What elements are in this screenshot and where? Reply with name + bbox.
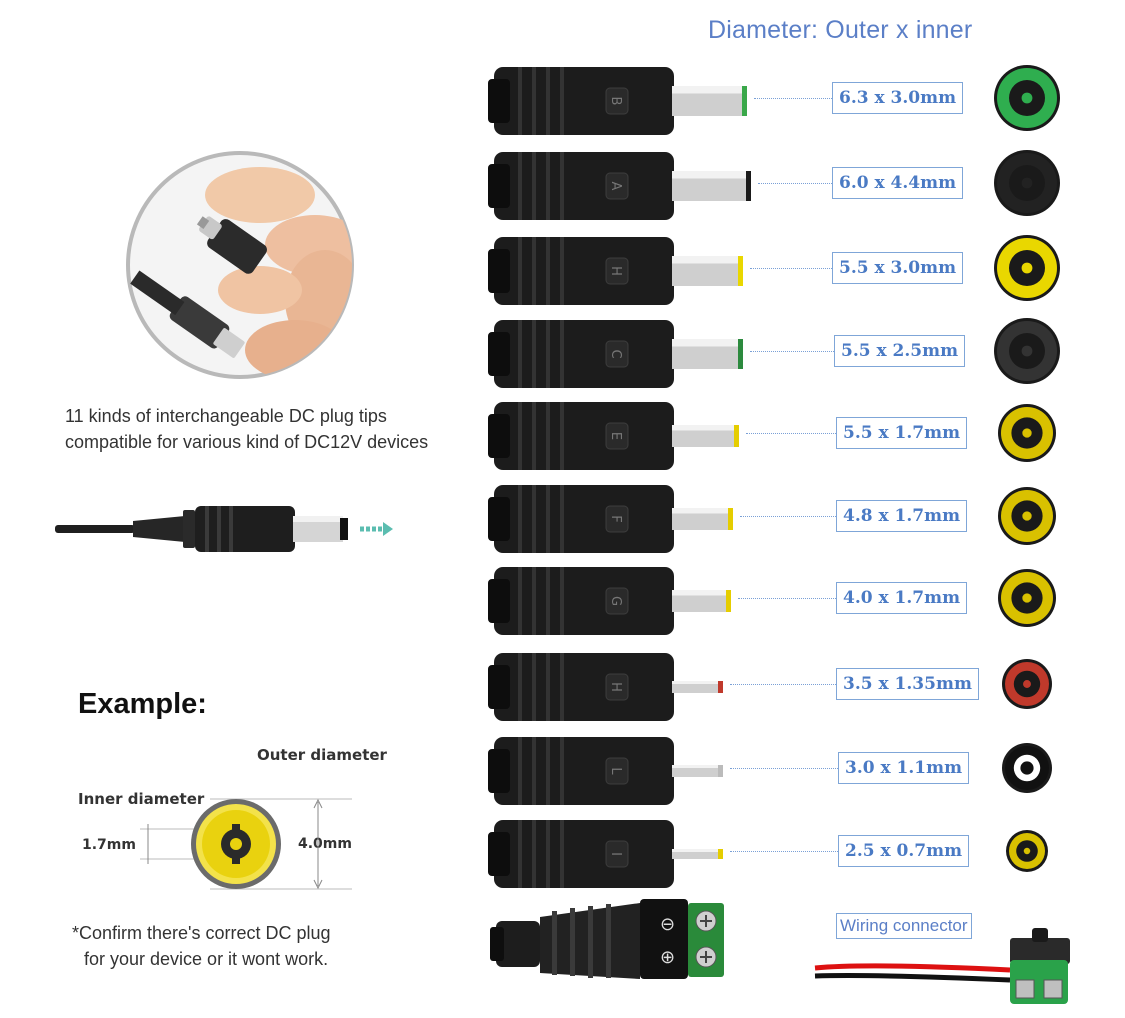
- plug-end-face: [994, 235, 1060, 301]
- size-label: 4.8 x 1.7mm: [836, 500, 968, 532]
- wiring-connector-label: Wiring connector: [836, 913, 972, 939]
- plug-tip-10: I: [488, 820, 723, 888]
- size-leader-line: [738, 598, 836, 599]
- note-line-2: for your device or it wont work.: [84, 949, 329, 969]
- inner-diameter-value: 1.7mm: [82, 837, 136, 853]
- tip-letter: H: [608, 682, 623, 692]
- size-leader-line: [754, 98, 832, 99]
- wiring-connector-wires: [814, 928, 1070, 1004]
- plug-end-face: [1006, 830, 1048, 872]
- plug-end-face: [994, 65, 1060, 131]
- tip-letter: A: [608, 182, 623, 191]
- plug-end-face: [1002, 743, 1052, 793]
- size-leader-line: [750, 268, 832, 269]
- size-label: 6.0 x 4.4mm: [832, 167, 964, 199]
- size-leader-line: [730, 684, 836, 685]
- size-label: 3.5 x 1.35mm: [836, 668, 979, 700]
- tip-letter: H: [608, 266, 623, 276]
- note-line-1: *Confirm there's correct DC plug: [72, 923, 331, 943]
- plug-end-face: [998, 404, 1056, 462]
- size-label: 6.3 x 3.0mm: [832, 82, 964, 114]
- plug-tip-2: A: [488, 152, 751, 220]
- plug-tip-9: L: [488, 737, 723, 805]
- size-label: 2.5 x 0.7mm: [838, 835, 970, 867]
- inner-diameter-label: Inner diameter: [78, 790, 205, 808]
- size-leader-line: [758, 183, 832, 184]
- plug-tip-8: H: [488, 653, 723, 721]
- tip-letter: C: [608, 349, 623, 358]
- size-label: 5.5 x 1.7mm: [836, 417, 968, 449]
- tip-letter: I: [608, 852, 623, 856]
- size-leader-line: [740, 516, 836, 517]
- diameter-header: Diameter: Outer x inner: [708, 16, 973, 44]
- plug-tip-7: G: [488, 567, 731, 635]
- plug-end-face: [998, 569, 1056, 627]
- confirm-note: *Confirm there's correct DC plug for you…: [72, 920, 331, 972]
- plug-end-face: [994, 318, 1060, 384]
- intro-text: 11 kinds of interchangeable DC plug tips…: [65, 403, 428, 455]
- terminal-minus-icon: ⊖: [660, 914, 675, 935]
- example-title: Example:: [78, 688, 207, 720]
- plug-tip-4: C: [488, 320, 743, 388]
- size-label: 5.5 x 3.0mm: [832, 252, 964, 284]
- outer-diameter-label: Outer diameter: [257, 746, 387, 764]
- size-label: 4.0 x 1.7mm: [836, 582, 968, 614]
- size-leader-line: [730, 768, 838, 769]
- outer-diameter-value: 4.0mm: [298, 836, 352, 852]
- plug-tip-5: E: [488, 402, 739, 470]
- tip-letter: B: [608, 97, 623, 106]
- example-diagram: [140, 798, 352, 890]
- tip-letter: E: [608, 432, 623, 440]
- plug-tip-3: H: [488, 237, 743, 305]
- size-leader-line: [746, 433, 836, 434]
- plug-end-face: [1002, 659, 1052, 709]
- size-label: 3.0 x 1.1mm: [838, 752, 970, 784]
- tip-letter: F: [608, 515, 623, 522]
- tip-letter: L: [608, 767, 623, 775]
- intro-line-1: 11 kinds of interchangeable DC plug tips: [65, 406, 387, 426]
- intro-line-2: compatible for various kind of DC12V dev…: [65, 432, 429, 452]
- size-label: 5.5 x 2.5mm: [834, 335, 966, 367]
- terminal-plus-icon: ⊕: [660, 947, 675, 968]
- size-leader-line: [730, 851, 838, 852]
- hand-plug-photo: [126, 151, 354, 379]
- plug-end-face: [994, 150, 1060, 216]
- wiring-connector-adapter: ⊖ ⊕: [490, 899, 724, 979]
- tip-letter: G: [608, 596, 623, 606]
- plug-tip-1: B: [488, 67, 747, 135]
- plug-end-face: [998, 487, 1056, 545]
- size-leader-line: [750, 351, 834, 352]
- dc-cable-plug: [55, 506, 393, 552]
- plug-tip-6: F: [488, 485, 733, 553]
